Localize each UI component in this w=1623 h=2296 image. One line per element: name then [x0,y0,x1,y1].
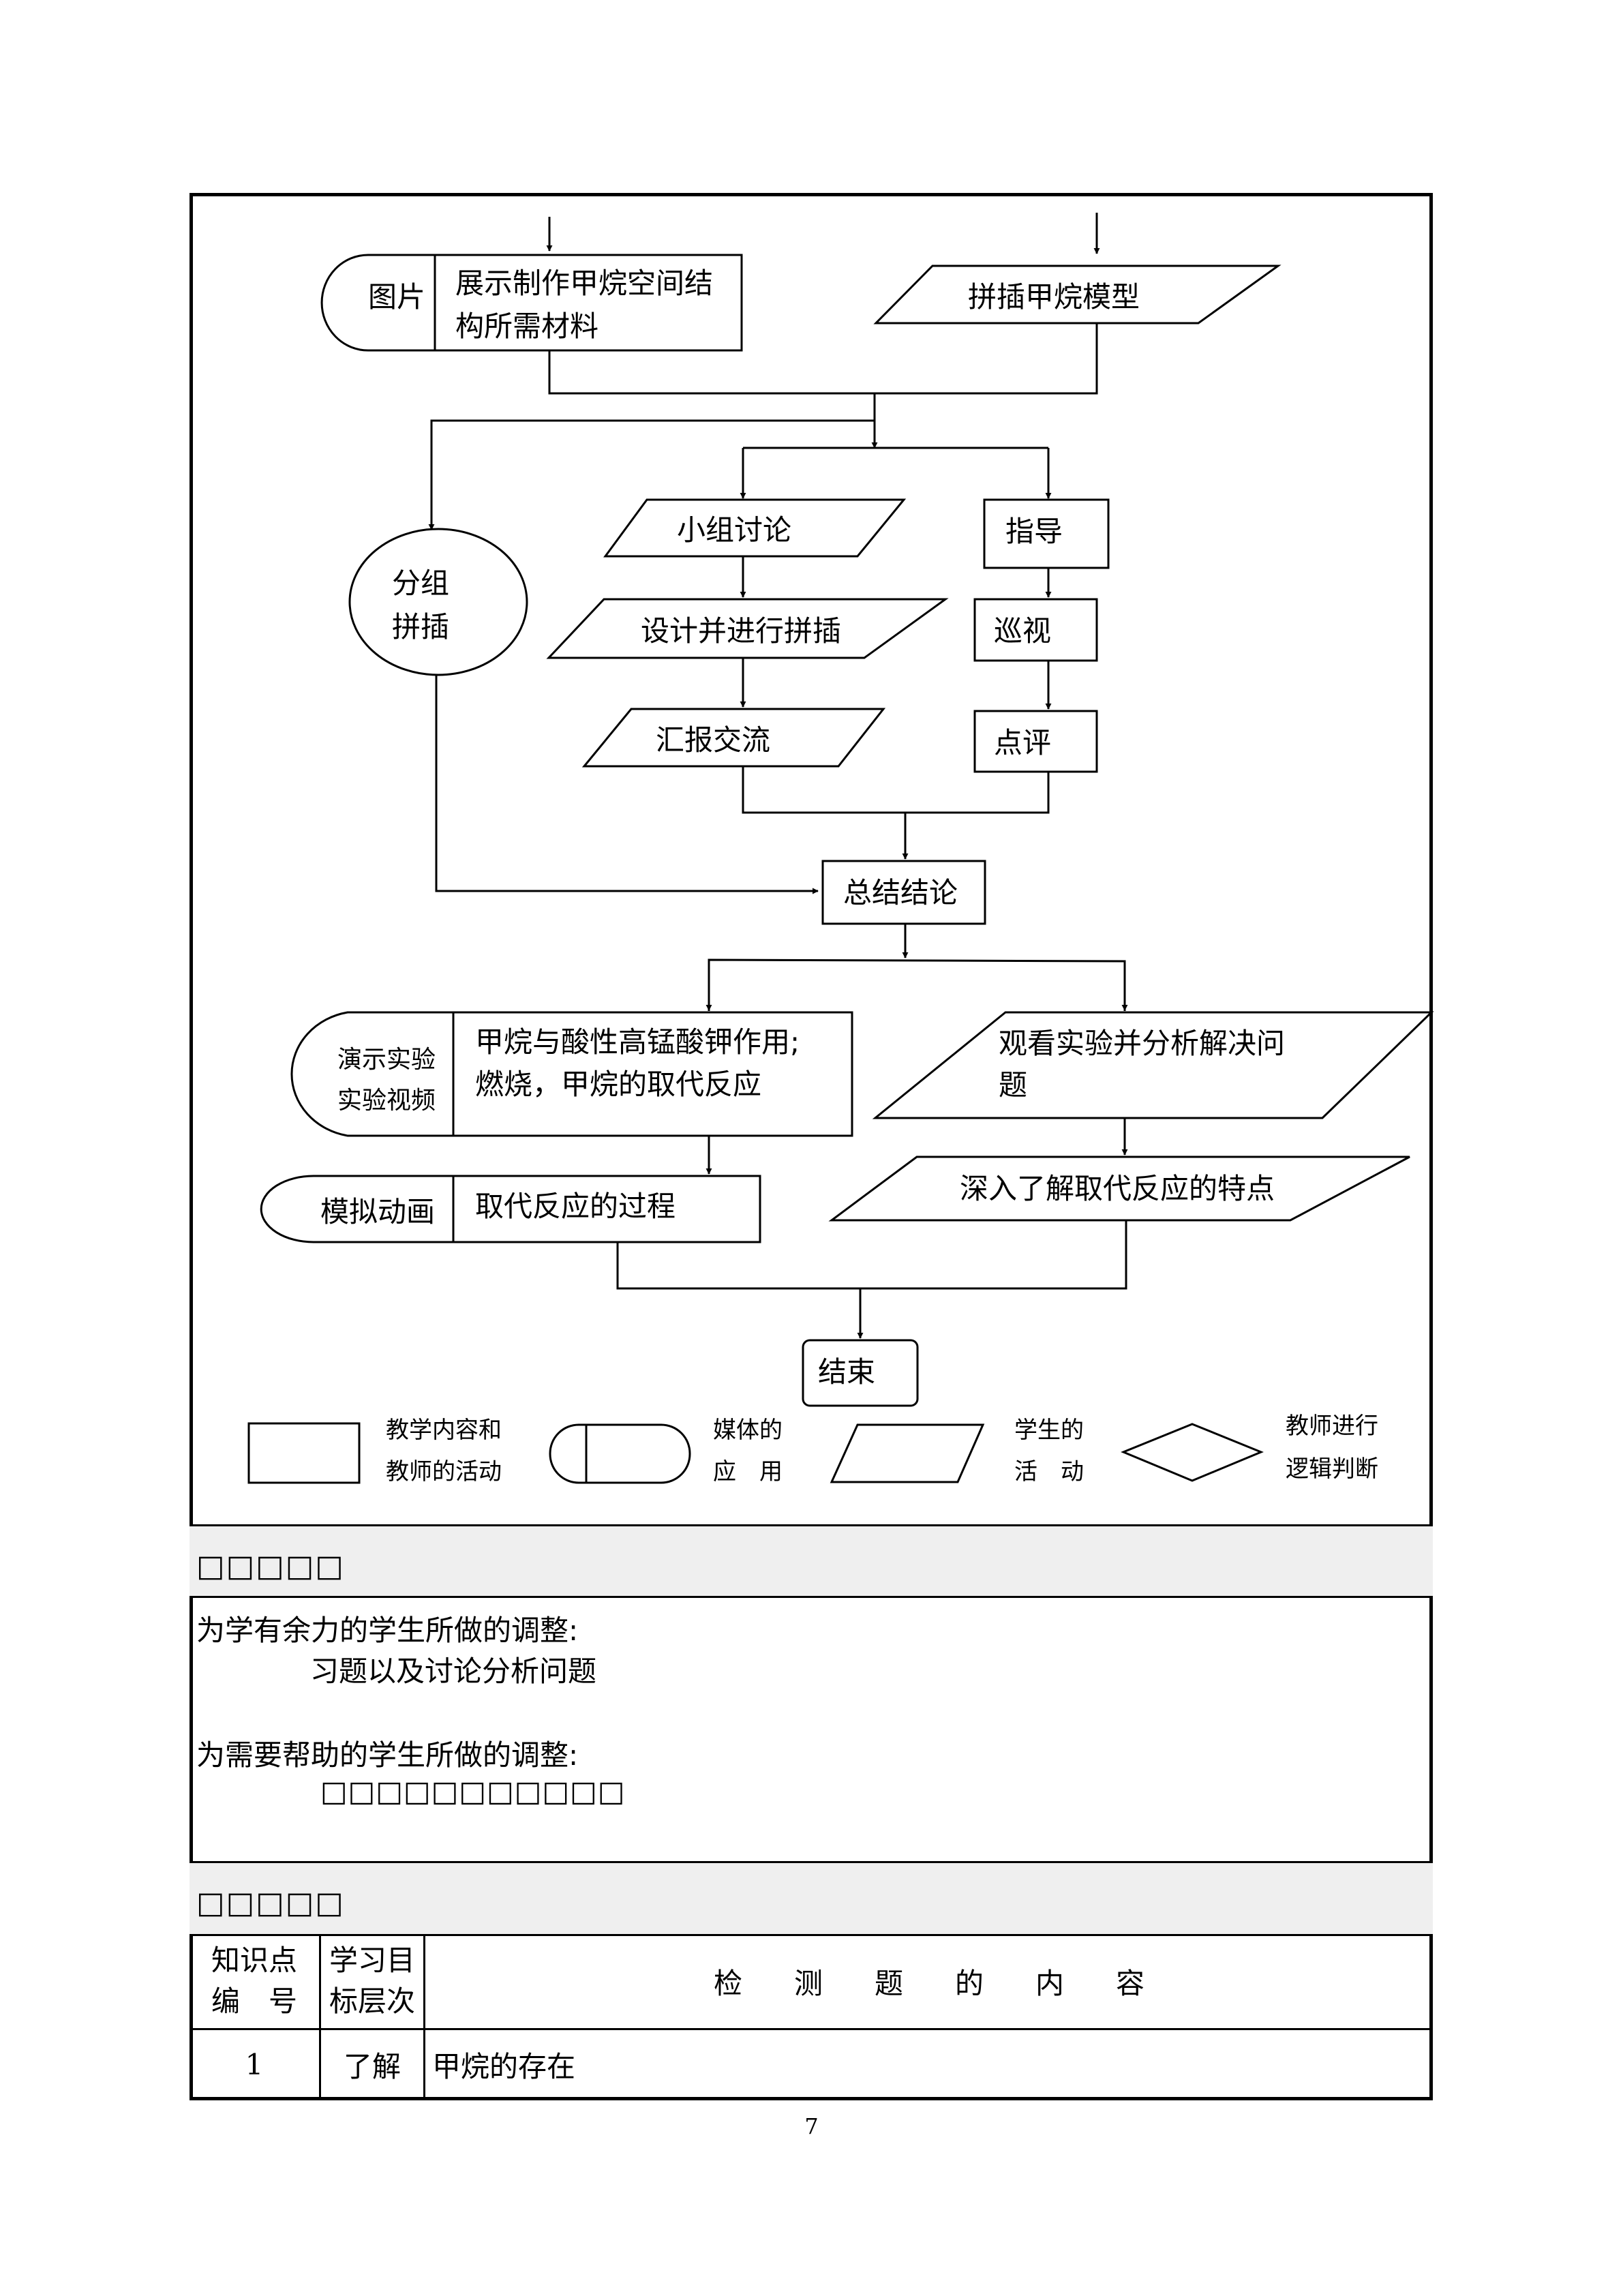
page-number: 7 [804,2113,819,2139]
support-students-content: □□□□□□□□□□□ [320,1774,626,1808]
merge-top [548,323,1098,395]
legend-diamond-icon [1121,1423,1264,1482]
student-assemble-shape [873,265,1281,324]
header-col1-line1: 知识点 [211,1944,297,1978]
reaction-line1: 甲烷与酸性高锰酸钾作用; [475,1025,800,1059]
legend-student-line2: 活 动 [1014,1458,1084,1485]
observe-line2: 题 [999,1068,1027,1102]
report-shape [581,708,886,768]
support-students-label: 为需要帮助的学生所做的调整: [196,1738,579,1772]
legend-student-icon [830,1423,985,1483]
header-col2-line2: 标层次 [329,1984,415,2019]
media-picture-label: 图片 [368,280,425,314]
group-assemble-ellipse [348,528,528,676]
discussion-shape [603,498,907,558]
table-row: 1 了解 甲烷的存在 [189,2027,1433,2099]
legend-rect-icon [247,1422,361,1484]
box-reaction [452,1011,853,1137]
adjustment-section-header: □□□□□ [189,1524,1433,1598]
arrow-group-to-summary [435,675,819,894]
row-number: 1 [189,2027,321,2099]
media-shape-picture [320,254,436,352]
legend-media-icon [549,1423,691,1484]
summary-label: 总结结论 [843,876,958,909]
adjustment-section-title: □□□□□ [196,1549,345,1584]
observe-line1: 观看实验并分析解决问 [999,1027,1285,1060]
header-learning-level: 学习目 标层次 [319,1935,425,2030]
design-label: 设计并进行拼插 [641,614,841,648]
media-shape-animation [260,1175,455,1243]
media-shape-demo [290,1011,455,1137]
group-assemble-line2: 拼插 [392,610,449,644]
media-animation-label: 模拟动画 [320,1195,435,1228]
show-materials-line2: 构所需材料 [455,309,598,343]
comment-label: 点评 [994,726,1051,759]
header-col1-line2: 编 号 [211,1984,297,2019]
header-test-content: 检测题的内容 [423,1935,1433,2030]
legend-student-line1: 学生的 [1014,1417,1084,1444]
discussion-label: 小组讨论 [677,513,791,547]
assessment-section-header: □□□□□ [189,1861,1433,1936]
legend-diamond-line2: 逻辑判断 [1286,1455,1378,1483]
design-shape [546,598,949,659]
substitution-process-label: 取代反应的过程 [475,1190,676,1223]
assessment-table: 知识点 编 号 学习目 标层次 检测题的内容 1 了解 甲烷的存在 [189,1935,1433,2099]
legend-rect-line1: 教学内容和 [386,1417,502,1444]
end-label: 结束 [818,1355,875,1389]
row-content: 甲烷的存在 [423,2027,1433,2099]
assessment-table-header-row: 知识点 编 号 学习目 标层次 检测题的内容 [189,1935,1433,2030]
box-substitution-process [452,1175,761,1243]
patrol-box [973,598,1098,662]
group-assemble-line1: 分组 [392,567,449,600]
media-demo-line1: 演示实验 [337,1046,436,1074]
teaching-flowchart: 图片 展示制作甲烷空间结 构所需材料 拼插甲烷模型 分组 拼插 小组讨论 设计并… [247,213,1434,1485]
summary-box [821,860,986,925]
header-col2-line1: 学习目 [329,1944,415,1978]
observe-shape [872,1011,1434,1119]
merge-to-summary [742,766,1050,814]
box-show-materials [434,254,743,352]
legend-media-line1: 媒体的 [713,1417,783,1444]
comment-box [973,710,1098,773]
show-materials-line1: 展示制作甲烷空间结 [455,267,713,300]
end-box [802,1339,919,1407]
guide-box [983,498,1110,569]
report-label: 汇报交流 [656,723,770,757]
branch-below-summary [708,958,1126,1011]
media-demo-line2: 实验视频 [337,1087,436,1115]
legend-media-line2: 应 用 [713,1458,783,1485]
student-assemble-label: 拼插甲烷模型 [968,280,1140,314]
legend-diamond-line1: 教师进行 [1286,1413,1378,1440]
advanced-students-content: 习题以及讨论分析问题 [310,1655,597,1688]
guide-label: 指导 [1005,515,1063,548]
row-level: 了解 [319,2027,425,2099]
advanced-students-label: 为学有余力的学生所做的调整: [196,1614,579,1647]
understand-label: 深入了解取代反应的特点 [960,1172,1275,1205]
assessment-section-title: □□□□□ [196,1886,345,1920]
header-knowledge-number: 知识点 编 号 [189,1935,321,2030]
patrol-label: 巡视 [994,614,1051,648]
understand-shape [828,1155,1410,1222]
legend-rect-line2: 教师的活动 [386,1458,502,1485]
merge-to-end [616,1220,1127,1290]
arrow-to-group [428,419,875,530]
reaction-line2: 燃烧，甲烷的取代反应 [475,1068,761,1101]
